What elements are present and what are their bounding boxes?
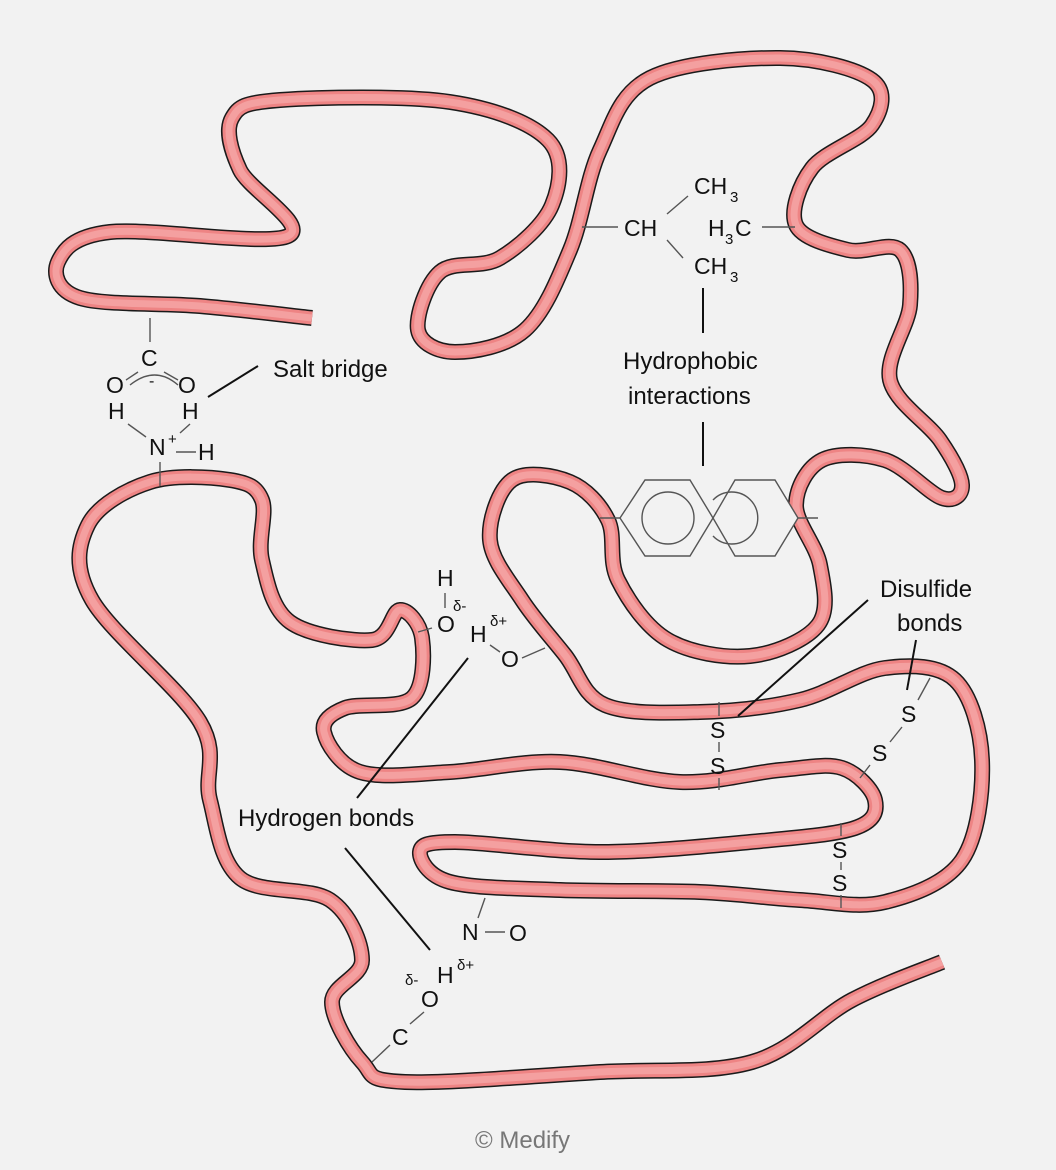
atom-s: S bbox=[710, 717, 725, 743]
ch-label: CH bbox=[624, 215, 657, 241]
atom-o: O bbox=[178, 372, 196, 398]
subscript-3: 3 bbox=[730, 189, 738, 206]
hydrogen-bonds-group: H δ- O δ+ H O Hydrogen bonds N O δ+ H δ-… bbox=[238, 565, 546, 1063]
h3c-h: H bbox=[708, 215, 725, 241]
atom-o: O bbox=[421, 986, 439, 1012]
copyright-text: © Medify bbox=[475, 1127, 570, 1154]
disulfide-label-line1: Disulfide bbox=[880, 576, 972, 603]
atom-h: H bbox=[470, 621, 487, 647]
atom-h: H bbox=[108, 398, 125, 424]
hydrogen-bonds-label: Hydrogen bonds bbox=[238, 805, 414, 832]
atom-h: H bbox=[437, 565, 454, 591]
polypeptide-ribbon bbox=[48, 49, 991, 1091]
ch3-label: CH bbox=[694, 253, 727, 279]
delta-minus: δ- bbox=[453, 598, 466, 615]
charge-plus: + bbox=[168, 431, 177, 448]
salt-bridge-group: C - O O H H N + H Salt bridge bbox=[106, 318, 388, 486]
atom-o: O bbox=[106, 372, 124, 398]
atom-o: O bbox=[509, 920, 527, 946]
atom-s: S bbox=[901, 701, 916, 727]
atom-n: N bbox=[149, 434, 166, 460]
atom-c: C bbox=[392, 1024, 409, 1050]
disulfide-group: Disulfide bonds S S S S S S bbox=[710, 576, 972, 908]
salt-bridge-label: Salt bridge bbox=[273, 356, 388, 383]
ribbon-highlight bbox=[52, 54, 986, 1086]
ch3-label: CH bbox=[694, 173, 727, 199]
atom-h: H bbox=[198, 439, 215, 465]
atom-s: S bbox=[832, 870, 847, 896]
delta-minus: δ- bbox=[405, 972, 418, 989]
charge-minus: - bbox=[149, 373, 154, 390]
atom-h: H bbox=[437, 962, 454, 988]
hydrophobic-label-line1: Hydrophobic bbox=[623, 348, 758, 375]
atom-o: O bbox=[501, 646, 519, 672]
subscript-3: 3 bbox=[730, 269, 738, 286]
atom-o: O bbox=[437, 611, 455, 637]
disulfide-label-line2: bonds bbox=[897, 610, 962, 637]
h3c-c: C bbox=[735, 215, 752, 241]
hydrophobic-group: CH CH 3 CH 3 H 3 C Hydrophobic interacti… bbox=[582, 173, 818, 557]
hydrophobic-label-line2: interactions bbox=[628, 383, 751, 410]
atom-s: S bbox=[872, 740, 887, 766]
subscript-3: 3 bbox=[725, 231, 733, 248]
delta-plus: δ+ bbox=[490, 613, 507, 630]
atom-h: H bbox=[182, 398, 199, 424]
atom-s: S bbox=[710, 753, 725, 779]
atom-n: N bbox=[462, 919, 479, 945]
benzene-rings-icon bbox=[600, 479, 818, 557]
delta-plus: δ+ bbox=[457, 957, 474, 974]
atom-s: S bbox=[832, 837, 847, 863]
atom-c: C bbox=[141, 345, 158, 371]
